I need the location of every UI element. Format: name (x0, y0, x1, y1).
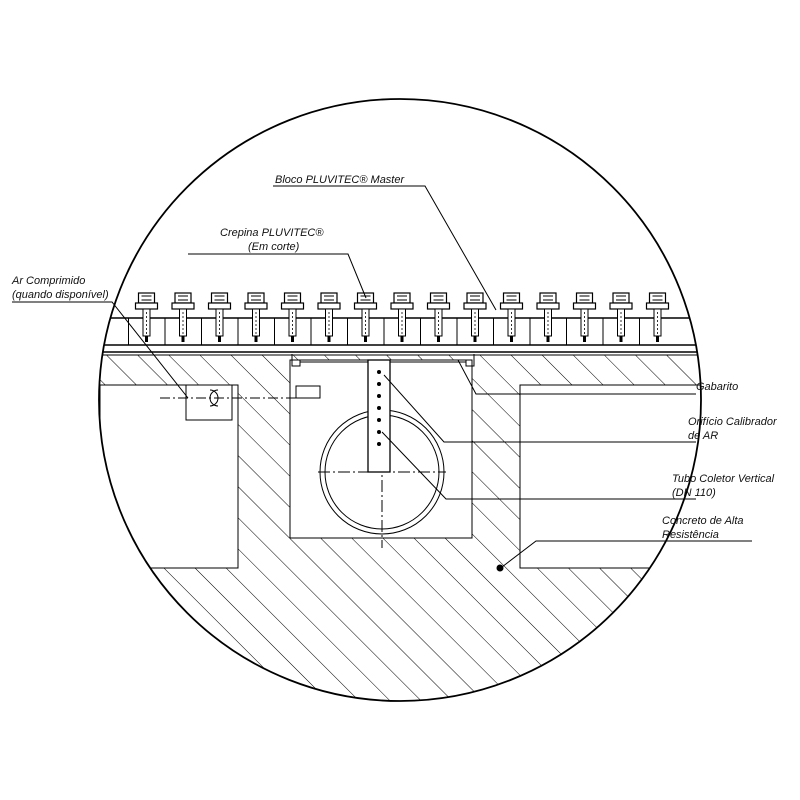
strainer-tail (145, 336, 148, 342)
strainer-tail (510, 336, 513, 342)
strainer-collar (426, 302, 451, 310)
strainer-tail (291, 336, 294, 342)
label-ar: Ar Comprimido (11, 275, 85, 287)
strainer-tail (546, 336, 550, 342)
concrete-hatch (99, 354, 701, 701)
label-tubo: Tubo Coletor Vertical (672, 473, 775, 485)
leader-concreto-dot (496, 564, 504, 572)
strainer-tail (619, 336, 623, 342)
strainer-tail (437, 336, 440, 342)
strainer-collar (536, 302, 560, 310)
strainer-cap (502, 292, 521, 304)
orifice-hole (377, 442, 381, 446)
strainer-cap (247, 292, 265, 304)
detail-circle (98, 98, 702, 702)
strainer-cap (612, 292, 630, 304)
leader-orificio (383, 374, 696, 443)
strainer-collar (134, 302, 159, 310)
label-concreto: Concreto de Alta (662, 515, 744, 527)
strainer-collar (645, 302, 670, 310)
label-bloco: Bloco PLUVITEC® Master (275, 174, 405, 186)
label-tubo-sub: (DN 110) (672, 487, 716, 499)
leader-ar (12, 301, 189, 399)
strainer-cap (575, 292, 594, 304)
strainer-collar (499, 302, 524, 310)
strainer-collar (390, 302, 414, 310)
label-crepina-sub: (Em corte) (248, 241, 300, 253)
strainer-collar (244, 302, 268, 310)
section-contents (99, 292, 701, 701)
label-orificio-sub: de AR (688, 430, 718, 442)
orifice-hole (377, 382, 381, 386)
leader-concreto (501, 540, 752, 568)
label-crepina: Crepina PLUVITEC® (220, 227, 324, 239)
strainer-cap (174, 292, 192, 304)
strainer-tail (583, 336, 586, 342)
orifice-hole (377, 370, 381, 374)
label-ar-sub: (quando disponível) (12, 289, 109, 301)
label-gabarito: Gabarito (696, 381, 738, 393)
strainer-collar (353, 302, 378, 310)
air-valve-arc (209, 389, 219, 407)
strainer-tail (254, 336, 258, 342)
orifice-hole (377, 394, 381, 398)
air-valve-arc-2 (209, 389, 219, 407)
strainer-tail (218, 336, 221, 342)
air-inlet-box (295, 385, 321, 399)
strainer-cap (137, 292, 156, 304)
orifice-hole (377, 430, 381, 434)
strainer-cap (283, 292, 302, 304)
label-orificio: Orifício Calibrador (688, 416, 778, 428)
strainer-row (128, 292, 670, 345)
strainer-cap (393, 292, 411, 304)
strainer-cap (648, 292, 667, 304)
strainer-cap (429, 292, 448, 304)
leader-gabarito (457, 359, 696, 395)
strainer-collar (572, 302, 597, 310)
strainer-cap (539, 292, 557, 304)
strainer-collar (171, 302, 195, 310)
strainer-cap (320, 292, 338, 304)
leader-bloco (273, 185, 497, 311)
strainer-collar (463, 302, 487, 310)
leader-lines (12, 185, 752, 572)
strainer-tail (364, 336, 367, 342)
strainer-tail (181, 336, 185, 342)
orifice-stem (367, 359, 391, 473)
strainer-tail (473, 336, 477, 342)
strainer-collar (317, 302, 341, 310)
strainer-tail (656, 336, 659, 342)
strainer-cap (210, 292, 229, 304)
leader-tubo (381, 431, 696, 500)
strainer-tail (400, 336, 404, 342)
strainer-collar (207, 302, 232, 310)
orifice-holes (377, 370, 381, 446)
orifice-hole (377, 418, 381, 422)
orifice-hole (377, 406, 381, 410)
air-pipe-box (185, 385, 233, 421)
strainer-collar (280, 302, 305, 310)
leader-crepina (188, 253, 367, 299)
strainer-cap (466, 292, 484, 304)
label-concreto-sub: Resistência (662, 529, 719, 541)
strainer-tail (327, 336, 331, 342)
strainer-collar (609, 302, 633, 310)
